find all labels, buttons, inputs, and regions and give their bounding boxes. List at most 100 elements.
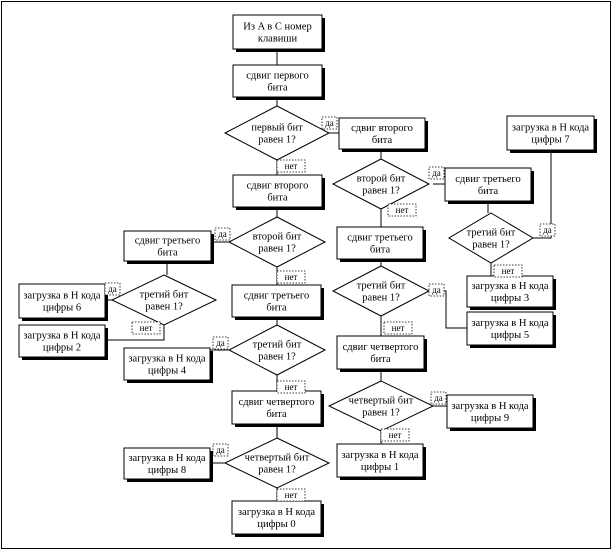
label-frame bbox=[104, 282, 121, 296]
branch-label-text: нет bbox=[396, 205, 409, 215]
label-frame bbox=[539, 223, 556, 237]
box-outline bbox=[336, 443, 424, 478]
branch-label-text: нет bbox=[502, 266, 515, 276]
branch-label-text: да bbox=[432, 168, 441, 178]
branch-label-text: нет bbox=[140, 323, 153, 333]
box-outline bbox=[231, 500, 322, 535]
no-label-d3: нет bbox=[276, 380, 306, 394]
yes-label-d3-right: да bbox=[428, 283, 445, 297]
no-label-d3-right: нет bbox=[383, 321, 413, 335]
branch-label-text: да bbox=[325, 118, 334, 128]
branch-label-text: да bbox=[218, 229, 227, 239]
branch-label-text: да bbox=[543, 225, 552, 235]
branch-label-text: нет bbox=[285, 490, 298, 500]
connector-line bbox=[429, 290, 467, 329]
label-frame bbox=[212, 443, 229, 457]
label-frame bbox=[276, 488, 306, 502]
box-outline bbox=[231, 284, 322, 318]
no-label-d3-far-right: нет bbox=[493, 264, 523, 278]
box-outline bbox=[446, 394, 534, 429]
label-frame bbox=[428, 166, 445, 180]
label-frame bbox=[383, 321, 413, 335]
yes-label-d3: да bbox=[212, 336, 229, 350]
branch-label-text: нет bbox=[285, 382, 298, 392]
yes-label-d3-far-right: да bbox=[539, 223, 556, 237]
box-outline bbox=[338, 117, 426, 150]
box-outline bbox=[123, 230, 212, 262]
branch-label-text: да bbox=[432, 285, 441, 295]
box-outline bbox=[123, 447, 211, 480]
branch-label-text: да bbox=[216, 445, 225, 455]
box-outline bbox=[466, 275, 554, 308]
yes-label-d2-right: да bbox=[428, 166, 445, 180]
box-outline bbox=[506, 115, 595, 151]
box-outline bbox=[123, 347, 211, 381]
yes-label-d2: да bbox=[214, 227, 231, 241]
yes-label-d4-right: да bbox=[430, 391, 447, 405]
branch-label-text: нет bbox=[392, 323, 405, 333]
no-label-d1: нет bbox=[276, 159, 306, 173]
box-outline bbox=[18, 283, 106, 319]
label-frame bbox=[276, 159, 306, 173]
decision-diamond bbox=[448, 212, 534, 264]
yes-label-d1: да bbox=[321, 116, 338, 130]
box-outline bbox=[232, 64, 323, 98]
no-label-d2: нет bbox=[276, 270, 306, 284]
label-frame bbox=[212, 336, 229, 350]
label-frame bbox=[493, 264, 523, 278]
label-frame bbox=[276, 380, 306, 394]
branch-label-text: нет bbox=[285, 161, 298, 171]
decision-diamond bbox=[223, 437, 331, 489]
label-frame bbox=[428, 283, 445, 297]
label-frame bbox=[321, 116, 338, 130]
box-outline bbox=[232, 14, 323, 50]
branch-label-text: нет bbox=[389, 430, 402, 440]
